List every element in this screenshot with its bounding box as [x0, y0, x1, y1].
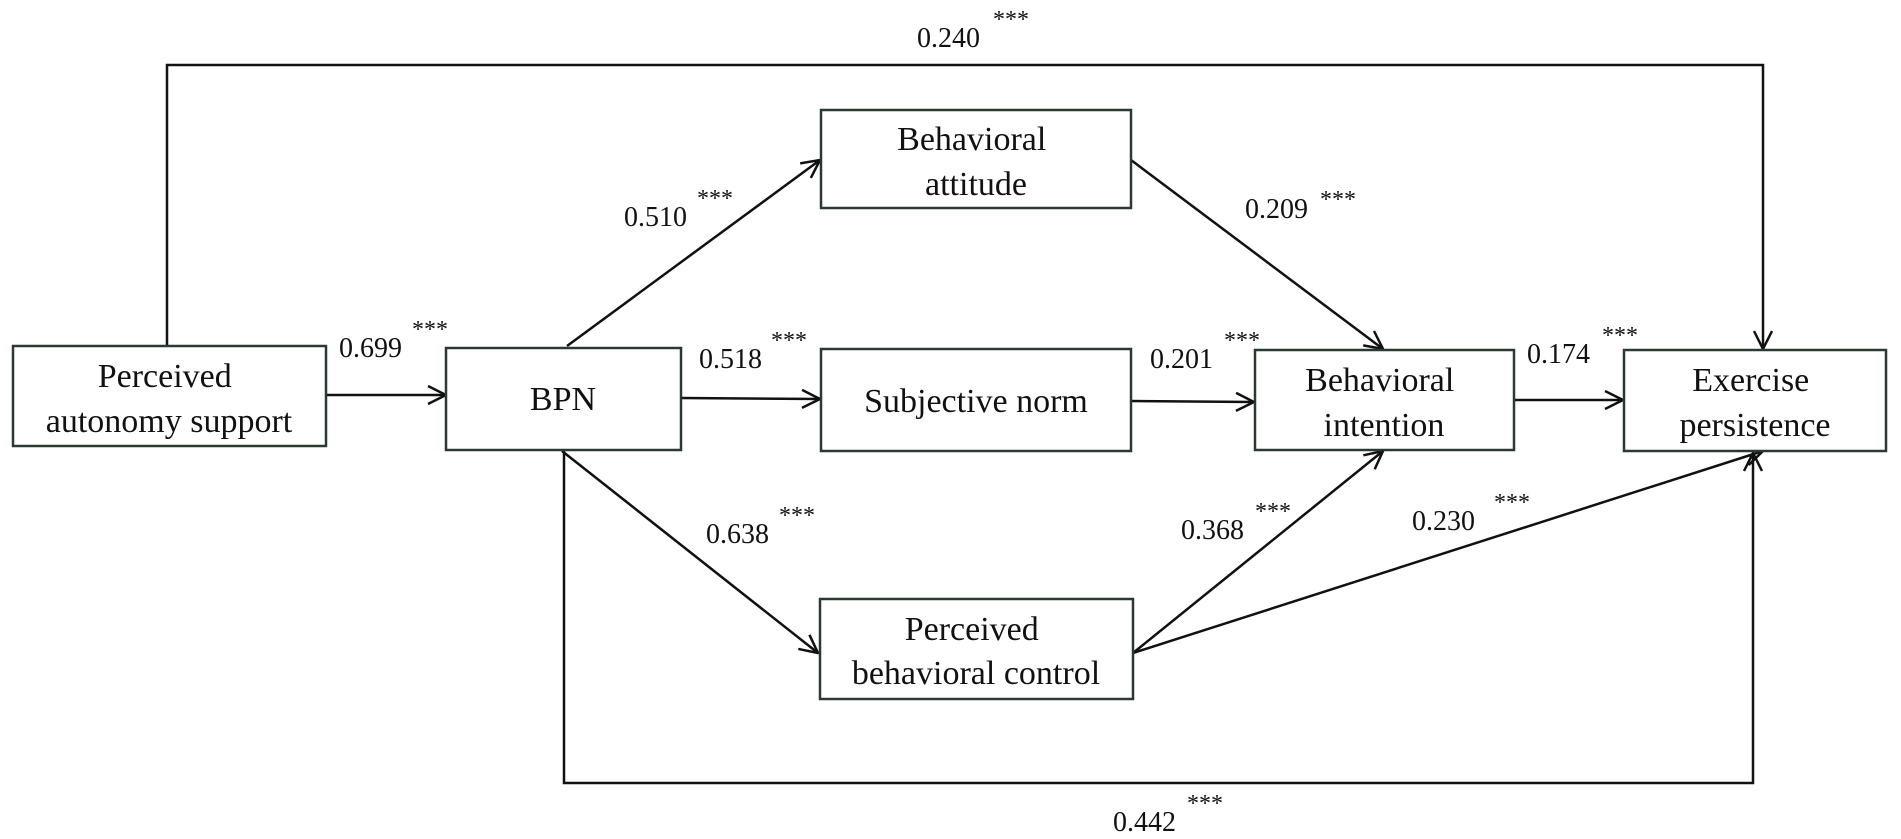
coefficient: 0.209 [1245, 194, 1308, 225]
label-bpn-to-sn: 0.518 *** [699, 328, 807, 375]
significance-marker: *** [412, 317, 448, 343]
svg-text:Behavioral attitude: Behavioral attitude [897, 121, 1055, 203]
node-perceived-behavioral-control: Perceived behavioral control [818, 597, 1135, 701]
label-pbc-to-bi: 0.368 *** [1181, 499, 1291, 546]
svg-text:Perceived behavioral con: Perceived behavioral control [852, 611, 1100, 692]
path-bpn-to-ep [562, 451, 1753, 785]
label-sn-to-bi: 0.201 *** [1150, 328, 1260, 375]
label-pas-to-bpn: 0.699 *** [339, 317, 448, 364]
svg-text:Exercise persistence: Exercise persistence [1679, 362, 1830, 444]
path-pas-to-ep [165, 63, 1763, 349]
label-bi-to-ep: 0.174 *** [1527, 323, 1638, 370]
significance-marker: *** [1494, 490, 1530, 516]
significance-marker: *** [697, 186, 733, 212]
label-ba-to-bi: 0.209 *** [1245, 187, 1356, 225]
coefficient: 0.230 [1412, 506, 1475, 537]
coefficient: 0.442 [1113, 807, 1176, 838]
coefficient: 0.638 [706, 519, 769, 550]
path-ba-to-bi [1130, 159, 1383, 349]
label-bpn-to-ep: 0.442 *** [1113, 791, 1223, 838]
coefficient: 0.201 [1150, 344, 1213, 375]
label-pas-to-ep: 0.240 *** [917, 7, 1029, 54]
significance-marker: *** [1187, 791, 1223, 817]
significance-marker: *** [771, 328, 807, 354]
significance-marker: *** [993, 7, 1029, 33]
path-bpn-to-sn [680, 398, 820, 399]
path-bpn-to-pbc [561, 450, 818, 653]
path-pbc-to-ep [1132, 451, 1763, 655]
svg-text:Behavioral intention: Behavioral intention [1305, 362, 1463, 444]
label-pbc-to-ep: 0.230 *** [1412, 490, 1530, 537]
coefficient: 0.368 [1181, 515, 1244, 546]
svg-text:Subjective norm: Subjective norm [864, 383, 1088, 420]
paths [165, 63, 1763, 785]
svg-text:BPN: BPN [530, 381, 596, 418]
coefficient: 0.174 [1527, 339, 1590, 370]
label-bpn-to-ba: 0.510 *** [624, 186, 733, 233]
node-subjective-norm: Subjective norm [819, 347, 1133, 453]
path-pbc-to-bi [1132, 451, 1383, 654]
svg-text:Perceived autonomy suppo: Perceived autonomy support [46, 358, 293, 440]
coefficient: 0.510 [624, 202, 687, 233]
path-bpn-to-ba [566, 160, 820, 348]
coefficient: 0.240 [917, 23, 980, 54]
significance-marker: *** [1255, 499, 1291, 525]
significance-marker: *** [1224, 328, 1260, 354]
significance-marker: *** [779, 503, 815, 529]
coefficient: 0.699 [339, 333, 402, 364]
node-bpn: BPN [444, 346, 683, 452]
significance-marker: *** [1320, 187, 1356, 213]
node-behavioral-intention: Behavioral intention [1253, 348, 1516, 452]
coefficient: 0.518 [699, 344, 762, 375]
significance-marker: *** [1602, 323, 1638, 349]
label-bpn-to-pbc: 0.638 *** [706, 503, 815, 550]
node-perceived-autonomy-support: Perceived autonomy support [11, 344, 328, 448]
path-sn-to-bi [1130, 401, 1254, 402]
node-behavioral-attitude: Behavioral attitude [819, 108, 1133, 210]
node-exercise-persistence: Exercise persistence [1622, 348, 1888, 453]
